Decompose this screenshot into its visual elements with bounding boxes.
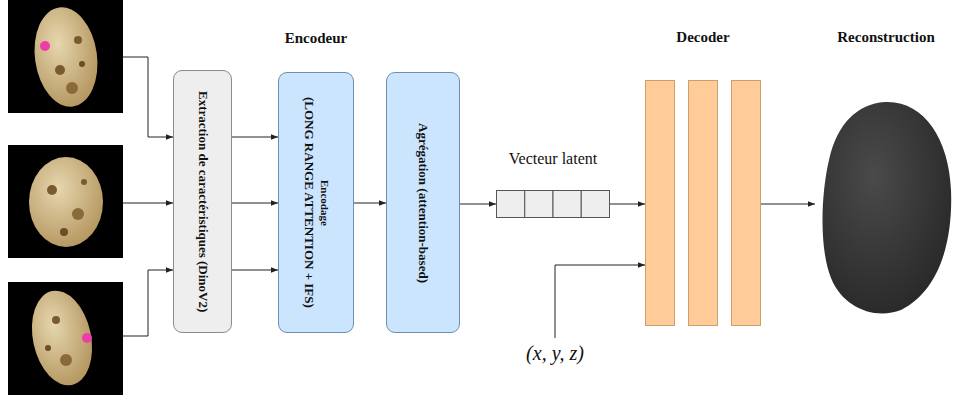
photo-background bbox=[8, 0, 123, 113]
potato-spot bbox=[60, 228, 68, 236]
box-label: Extraction de caractéristiques (DinoV2) bbox=[195, 91, 210, 312]
flow-arrow bbox=[761, 204, 815, 205]
flow-arrow bbox=[610, 204, 645, 205]
flow-arrow bbox=[354, 203, 386, 204]
aggregation-box: Agrégation (attention-based) bbox=[386, 72, 460, 333]
potato-spot bbox=[66, 82, 78, 94]
box-label: Encodage bbox=[319, 180, 332, 226]
flow-arrow bbox=[232, 203, 278, 204]
input-photo bbox=[8, 145, 123, 258]
flow-arrow bbox=[232, 270, 278, 271]
feed-line bbox=[123, 57, 173, 137]
potato-spot bbox=[52, 316, 60, 324]
vector-cells bbox=[496, 190, 610, 218]
input-photo bbox=[8, 282, 123, 395]
latent-vector: Vecteur latent bbox=[489, 150, 617, 220]
coordinate-line bbox=[555, 265, 645, 338]
vector-cell bbox=[525, 191, 553, 218]
reconstruction-shape: Reconstruction bbox=[813, 28, 959, 320]
flow-arrow bbox=[232, 137, 278, 138]
box-label: Agrégation (attention-based) bbox=[416, 123, 431, 283]
potato-spot bbox=[55, 65, 65, 75]
potato bbox=[24, 285, 101, 391]
node-heading: Reconstruction bbox=[813, 28, 959, 46]
node-heading: Vecteur latent bbox=[489, 150, 617, 168]
coordinate-label: (x, y, z) bbox=[526, 342, 584, 364]
photo-background bbox=[8, 282, 123, 395]
feed-line bbox=[123, 203, 173, 204]
flow-arrow bbox=[460, 204, 496, 205]
potato bbox=[28, 3, 103, 111]
input-photo bbox=[8, 0, 123, 113]
box-label: (LONG RANGE ATTENTION + IFS) bbox=[301, 97, 316, 308]
decoder-layer bbox=[732, 81, 761, 326]
decoder-stack: Decoder bbox=[638, 28, 768, 328]
feature-extractor-box: Extraction de caractéristiques (DinoV2) bbox=[173, 70, 232, 333]
photo-background bbox=[8, 145, 123, 258]
group-heading: Encodeur bbox=[285, 29, 348, 47]
decoder-layer bbox=[689, 81, 718, 326]
potato-spot bbox=[79, 61, 85, 67]
vector-cell bbox=[581, 191, 609, 218]
vector-cell bbox=[497, 191, 525, 218]
mesh-body bbox=[823, 102, 952, 314]
pink-marker bbox=[82, 333, 92, 343]
encoder-box: Encodage(LONG RANGE ATTENTION + IFS) bbox=[278, 72, 354, 333]
potato bbox=[29, 157, 103, 247]
reconstructed-mesh bbox=[815, 98, 957, 318]
node-heading: Decoder bbox=[638, 28, 768, 46]
potato-spot bbox=[72, 208, 84, 220]
feed-line bbox=[123, 270, 173, 336]
potato-spot bbox=[47, 185, 57, 195]
pink-marker bbox=[40, 41, 50, 51]
potato-spot bbox=[74, 36, 82, 44]
potato-spot bbox=[60, 354, 72, 366]
potato-spot bbox=[81, 179, 87, 185]
decoder-layers bbox=[645, 80, 761, 326]
vector-cell bbox=[553, 191, 581, 218]
decoder-layer bbox=[646, 81, 675, 326]
potato-spot bbox=[45, 345, 51, 351]
